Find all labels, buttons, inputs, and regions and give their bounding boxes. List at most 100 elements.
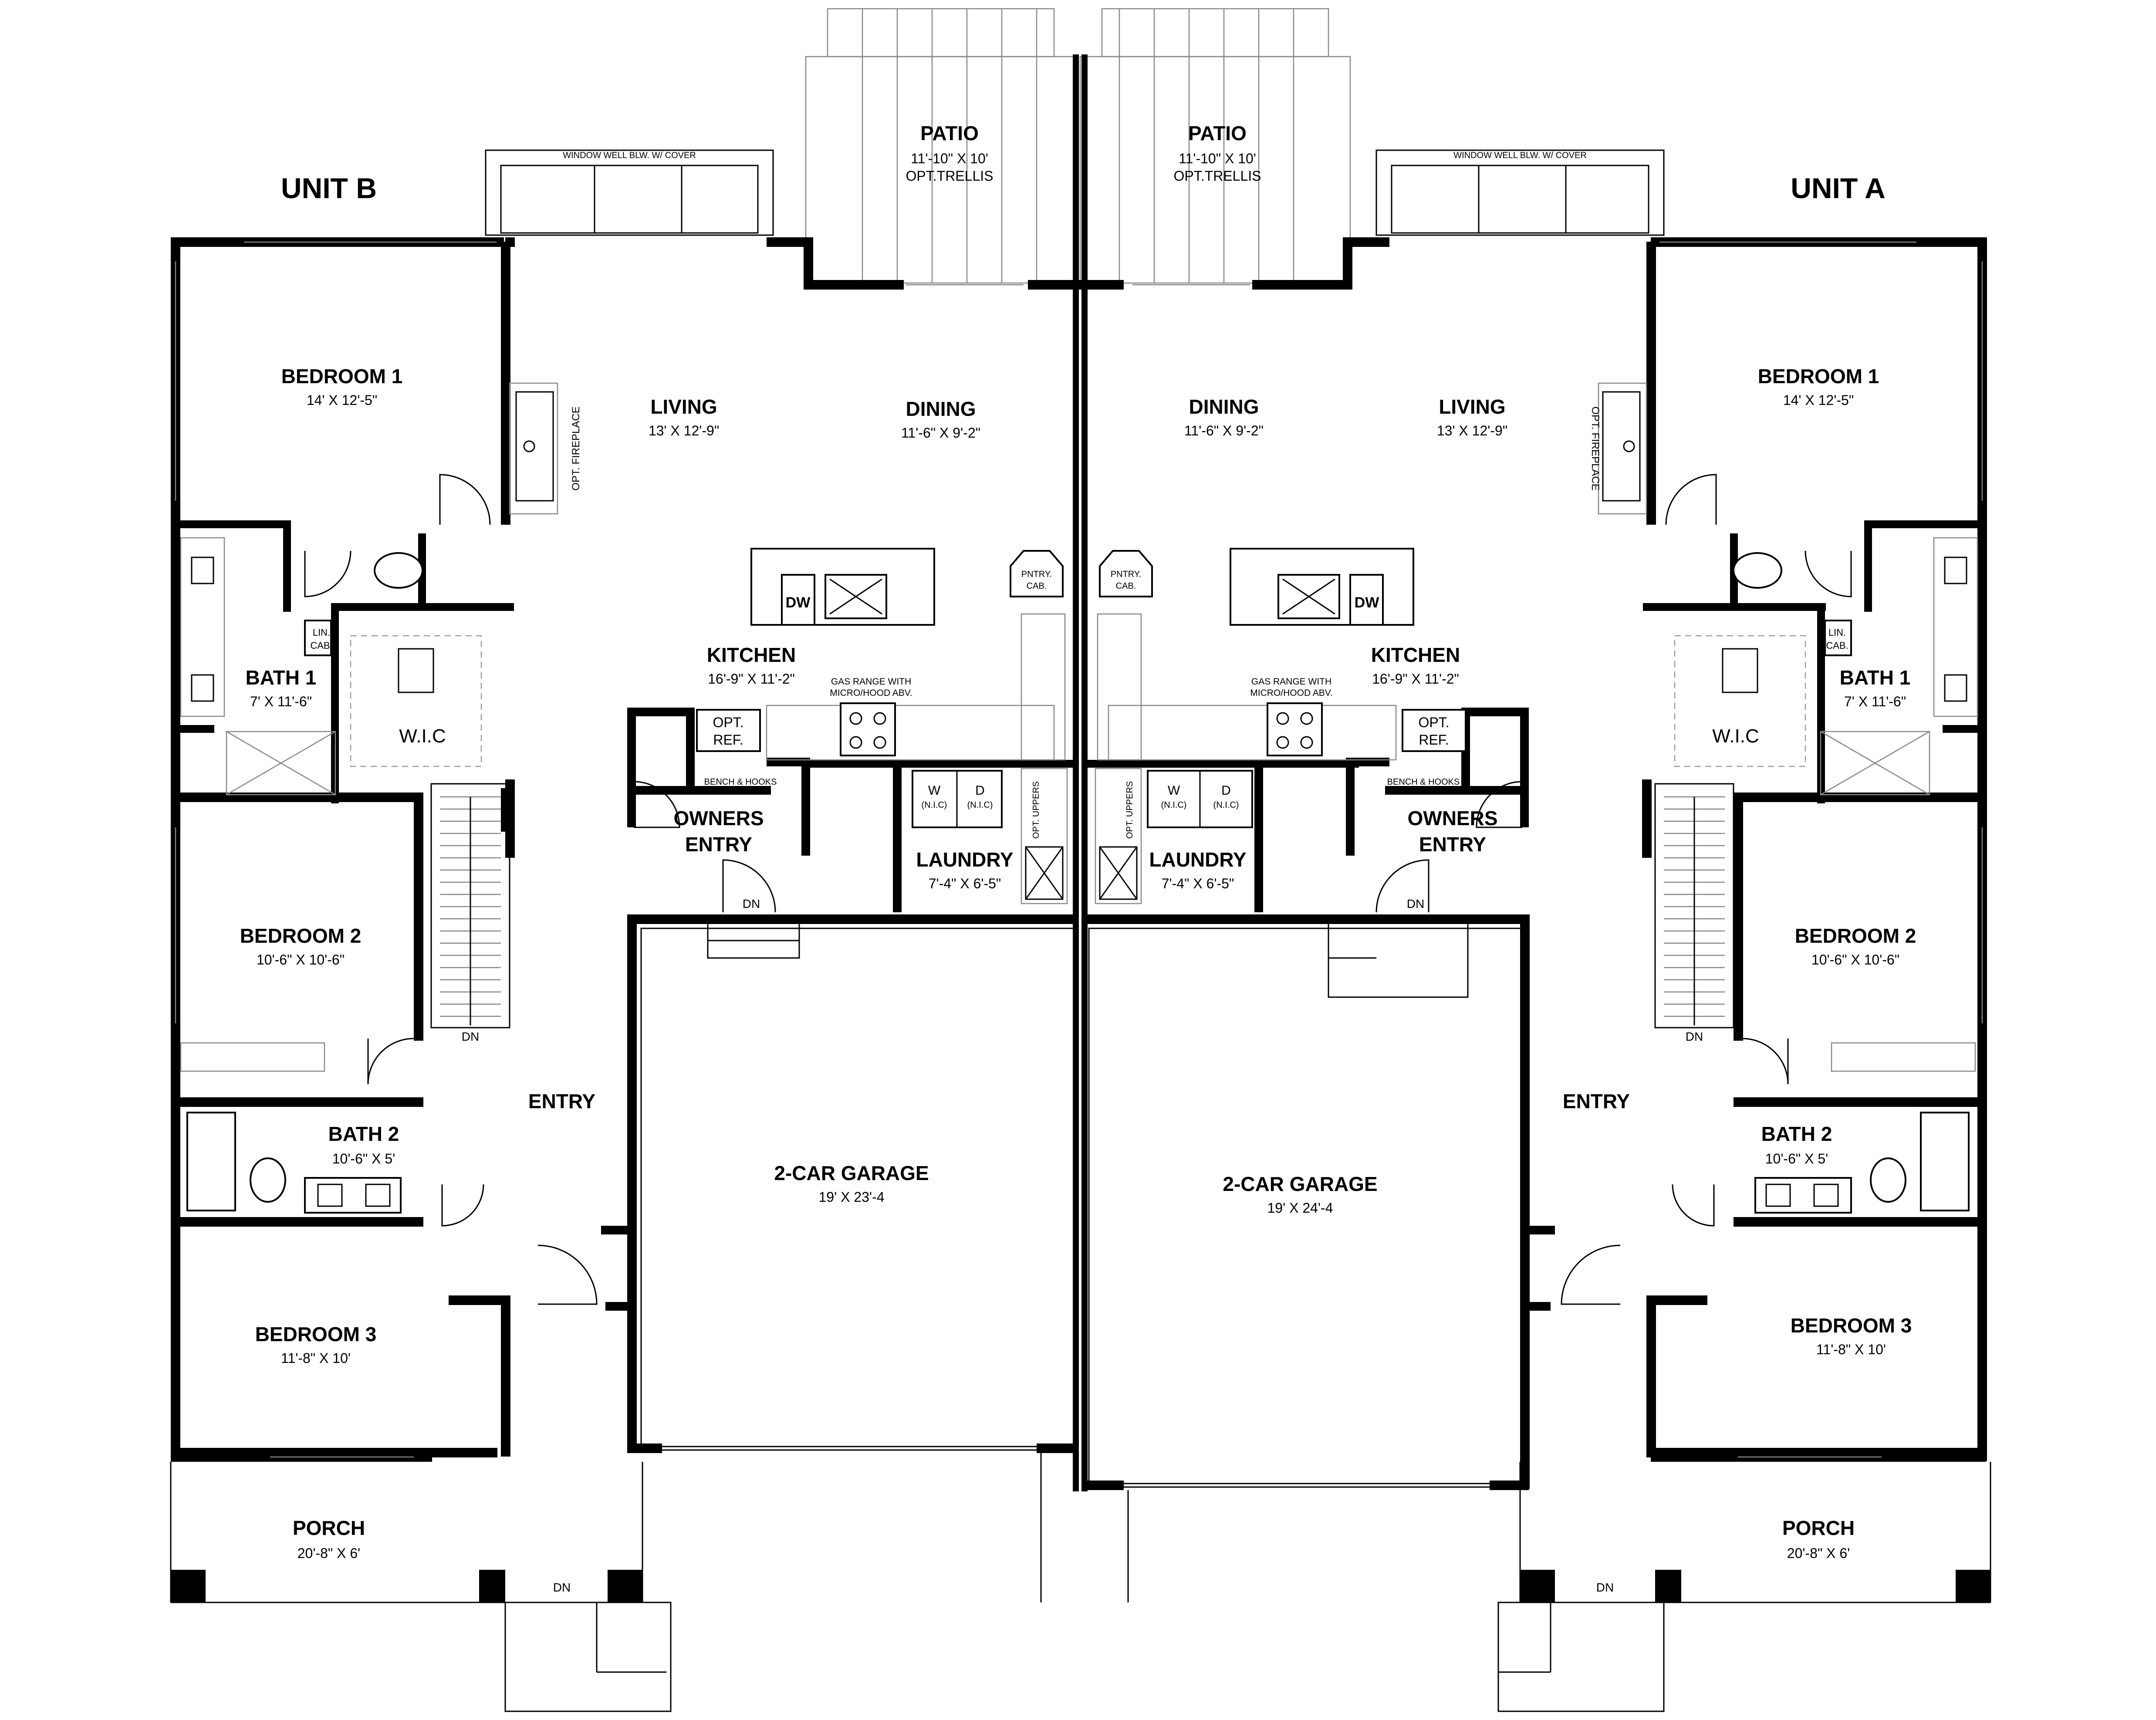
opt-ref-b-line2: REF. bbox=[713, 732, 743, 748]
dw-b-label: DW bbox=[786, 594, 811, 611]
garage-a-name: 2-CAR GARAGE bbox=[1223, 1173, 1377, 1195]
porch-a-name: PORCH bbox=[1782, 1517, 1855, 1539]
dryer-b: D bbox=[975, 783, 985, 798]
washer-a-nic: (N.I.C) bbox=[1161, 800, 1187, 810]
bench-b-label: BENCH & HOOKS bbox=[704, 777, 777, 787]
pantry-b-line1: PNTRY. bbox=[1021, 570, 1052, 579]
kitchen-fixtures-b bbox=[696, 548, 1068, 904]
bath1-b-dim: 7' X 11'-6" bbox=[250, 694, 312, 709]
kitchen-fixtures-a bbox=[1095, 548, 1467, 904]
wic-a-label: W.I.C bbox=[1712, 725, 1759, 747]
owners-entry-a-line2: ENTRY bbox=[1419, 833, 1486, 856]
laundry-b-name: LAUNDRY bbox=[916, 848, 1013, 871]
lin-cab-b-line1: LIN. bbox=[313, 627, 330, 638]
dw-a-label: DW bbox=[1355, 594, 1380, 611]
bath2-a-name: BATH 2 bbox=[1761, 1123, 1832, 1145]
kitchen-a-name: KITCHEN bbox=[1371, 644, 1460, 666]
owners-entry-a-line1: OWNERS bbox=[1408, 807, 1498, 830]
bench-a-label: BENCH & HOOKS bbox=[1387, 777, 1460, 787]
bedroom3-b-dim: 11'-8" X 10' bbox=[281, 1350, 351, 1366]
range-b-line2: MICRO/HOOD ABV. bbox=[830, 688, 912, 698]
bedroom1-b-dim: 14' X 12'-5" bbox=[307, 392, 377, 408]
patio-a-name: PATIO bbox=[1188, 122, 1247, 145]
bath2-a-dim: 10'-6" X 5' bbox=[1765, 1151, 1828, 1167]
bedroom2-b-dim: 10'-6" X 10'-6" bbox=[257, 952, 345, 968]
dn-porch-a: DN bbox=[1596, 1581, 1614, 1594]
porch-b-name: PORCH bbox=[293, 1517, 365, 1539]
range-a-line1: GAS RANGE WITH bbox=[1251, 677, 1331, 687]
bath-fixtures bbox=[180, 537, 1978, 1214]
range-b-line1: GAS RANGE WITH bbox=[831, 677, 911, 687]
lin-cab-b-line2: CAB. bbox=[310, 640, 332, 651]
dn-owners-a: DN bbox=[1407, 897, 1424, 911]
patio-structures bbox=[485, 8, 1665, 284]
dn-stair-b: DN bbox=[462, 1030, 479, 1043]
owners-entry-b-line1: OWNERS bbox=[674, 807, 764, 830]
laundry-b-dim: 7'-4" X 6'-5" bbox=[929, 876, 1001, 891]
window-well-a-label: WINDOW WELL BLW. W/ COVER bbox=[1453, 151, 1587, 160]
exterior-walls bbox=[171, 54, 1990, 1602]
dn-owners-b: DN bbox=[743, 897, 760, 911]
garage-a-dim: 19' X 24'-4 bbox=[1267, 1200, 1333, 1216]
bath1-a-name: BATH 1 bbox=[1840, 666, 1911, 689]
laundry-a-name: LAUNDRY bbox=[1149, 848, 1246, 871]
washer-a: W bbox=[1168, 783, 1180, 798]
fireplace-a-label: OPT. FIREPLACE bbox=[1589, 406, 1601, 490]
door-swings bbox=[304, 474, 1852, 1305]
bedroom1-a-name: BEDROOM 1 bbox=[1758, 365, 1879, 388]
entry-b-label: ENTRY bbox=[528, 1090, 595, 1113]
patio-a-note: OPT.TRELLIS bbox=[1174, 168, 1261, 184]
dryer-b-nic: (N.I.C) bbox=[967, 800, 993, 810]
kitchen-b-name: KITCHEN bbox=[707, 644, 796, 666]
pantry-b-line2: CAB. bbox=[1027, 581, 1047, 591]
washer-b: W bbox=[928, 783, 941, 798]
bedroom1-a-dim: 14' X 12'-5" bbox=[1783, 392, 1854, 408]
bath1-b-name: BATH 1 bbox=[246, 666, 317, 689]
dining-a-name: DINING bbox=[1189, 395, 1259, 418]
bedroom2-a-dim: 10'-6" X 10'-6" bbox=[1811, 952, 1899, 968]
bedroom2-b-name: BEDROOM 2 bbox=[240, 924, 362, 947]
garage-b-dim: 19' X 23'-4 bbox=[819, 1189, 885, 1205]
pantry-a-line2: CAB. bbox=[1116, 581, 1136, 591]
opt-ref-a-line2: REF. bbox=[1419, 732, 1449, 748]
opt-uppers-a: OPT. UPPERS bbox=[1125, 781, 1135, 839]
patio-a-dim: 11'-10" X 10' bbox=[1179, 151, 1256, 166]
living-b-name: LIVING bbox=[650, 395, 717, 418]
washer-b-nic: (N.I.C) bbox=[922, 800, 947, 810]
opt-ref-a-line1: OPT. bbox=[1418, 715, 1449, 730]
kitchen-a-dim: 16'-9" X 11'-2" bbox=[1372, 671, 1459, 687]
porch-a-dim: 20'-8" X 6' bbox=[1787, 1545, 1850, 1561]
porch-outlines bbox=[170, 927, 1991, 1712]
dining-b-name: DINING bbox=[906, 398, 976, 420]
garage-b-name: 2-CAR GARAGE bbox=[774, 1162, 929, 1184]
dryer-a-nic: (N.I.C) bbox=[1213, 800, 1239, 810]
labels: UNIT B UNIT A WINDOW WELL BLW. W/ COVER … bbox=[240, 122, 1916, 1594]
kitchen-b-dim: 16'-9" X 11'-2" bbox=[708, 671, 795, 687]
unit-a-title: UNIT A bbox=[1791, 172, 1886, 204]
window-marks bbox=[175, 241, 1983, 1458]
fireplace-b-label: OPT. FIREPLACE bbox=[570, 406, 582, 490]
bath1-a-dim: 7' X 11'-6" bbox=[1844, 694, 1906, 709]
patio-b-dim: 11'-10" X 10' bbox=[911, 151, 988, 166]
entry-a-label: ENTRY bbox=[1563, 1090, 1630, 1113]
bedroom2-a-name: BEDROOM 2 bbox=[1795, 924, 1916, 947]
bath2-b-name: BATH 2 bbox=[328, 1123, 399, 1145]
bath2-b-dim: 10'-6" X 5' bbox=[332, 1151, 395, 1167]
bedroom3-a-dim: 11'-8" X 10' bbox=[1816, 1342, 1886, 1357]
pantry-a-line1: PNTRY. bbox=[1111, 570, 1141, 579]
bedroom3-b-name: BEDROOM 3 bbox=[255, 1323, 377, 1346]
porch-b-dim: 20'-8" X 6' bbox=[297, 1545, 361, 1561]
dn-stair-a: DN bbox=[1686, 1030, 1703, 1043]
living-a-dim: 13' X 12'-9" bbox=[1437, 423, 1507, 438]
window-well-b-label: WINDOW WELL BLW. W/ COVER bbox=[563, 151, 696, 160]
wic-b-label: W.I.C bbox=[399, 725, 446, 747]
patio-b-name: PATIO bbox=[920, 122, 979, 145]
owners-entry-b-line2: ENTRY bbox=[685, 833, 752, 856]
opt-uppers-b: OPT. UPPERS bbox=[1031, 781, 1041, 839]
range-a-line2: MICRO/HOOD ABV. bbox=[1250, 688, 1332, 698]
dryer-a: D bbox=[1221, 783, 1231, 798]
bedroom1-b-name: BEDROOM 1 bbox=[281, 365, 403, 388]
fireplaces bbox=[509, 382, 1647, 515]
opt-ref-b-line1: OPT. bbox=[713, 715, 743, 730]
